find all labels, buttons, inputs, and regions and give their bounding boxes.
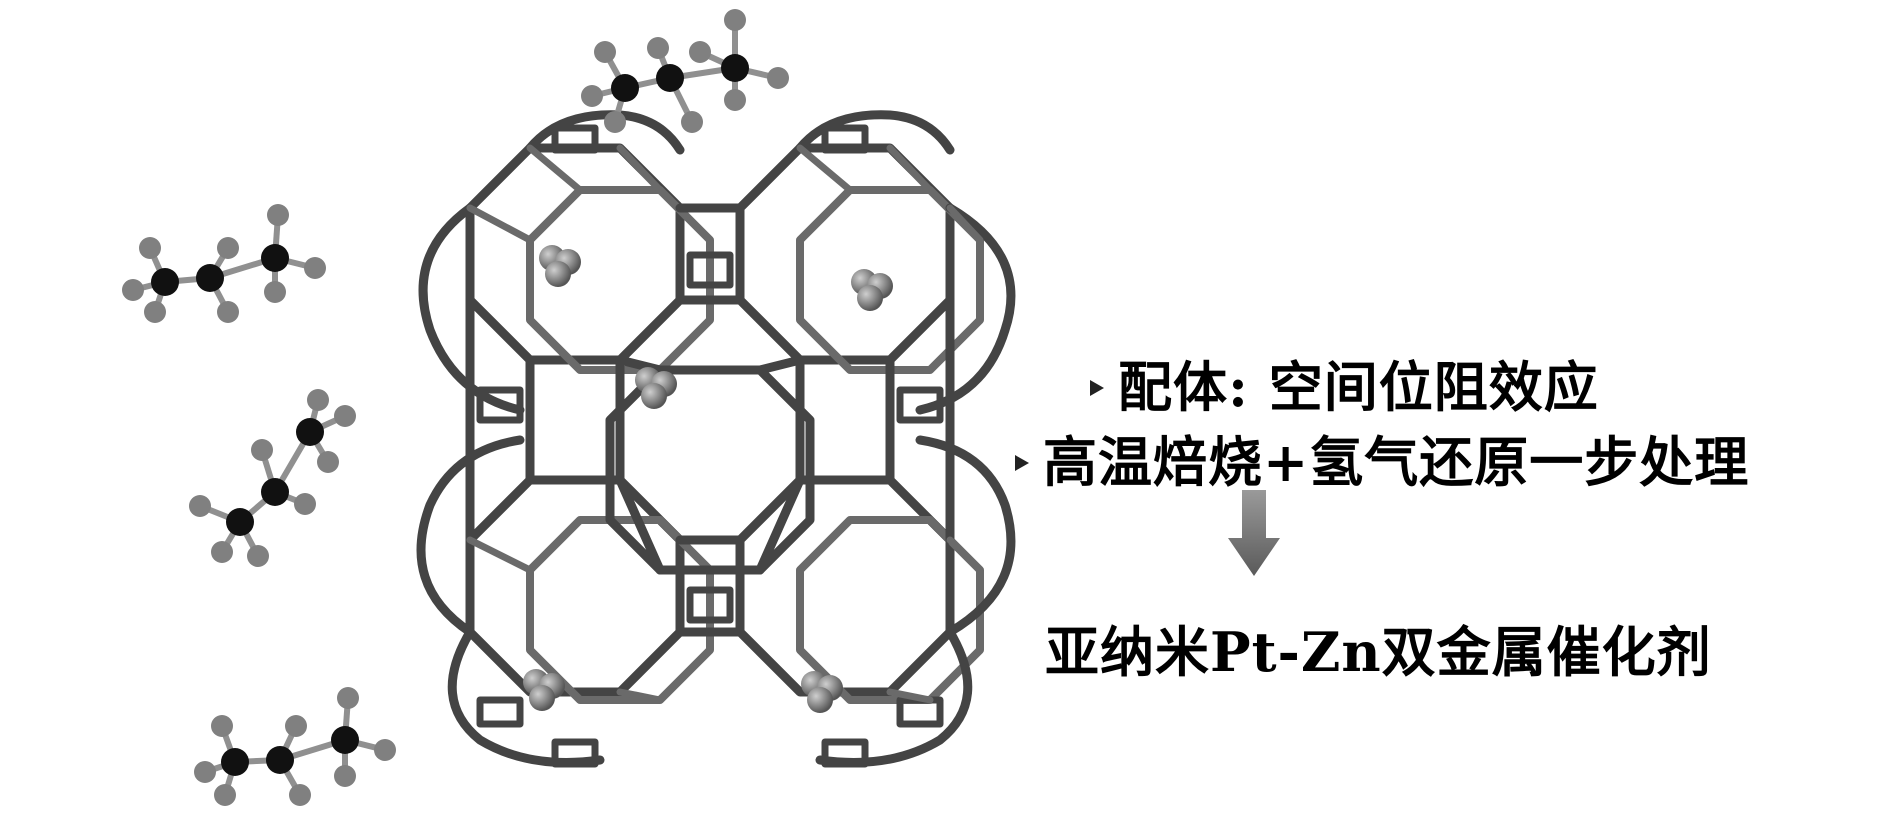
propane-molecule-icon bbox=[189, 389, 356, 567]
cage-bottom-right bbox=[735, 475, 955, 697]
metal-cluster-icon bbox=[851, 269, 893, 311]
annotation-item-ligand: 配体: 空间位阻效应 bbox=[1090, 343, 1599, 422]
arrow-bullet-icon bbox=[1090, 379, 1104, 396]
annotation-item-ligand-text: 配体: 空间位阻效应 bbox=[1118, 355, 1599, 419]
cage-bottom-left bbox=[465, 475, 685, 697]
propane-molecules bbox=[122, 9, 789, 806]
annotation-item-treatment: 高温焙烧+氢气还原一步处理 bbox=[1015, 418, 1749, 497]
metal-cluster-icon bbox=[523, 669, 565, 711]
zeolite-framework bbox=[416, 110, 1016, 768]
arrow-bullet-icon bbox=[1015, 454, 1029, 471]
propane-molecule-icon bbox=[122, 204, 326, 323]
metal-cluster-icon bbox=[801, 671, 843, 713]
result-label: 亚纳米Pt-Zn双金属催化剂 bbox=[1045, 620, 1712, 684]
down-arrow-icon bbox=[1228, 490, 1280, 576]
propane-molecule-icon bbox=[194, 687, 396, 806]
metal-cluster-icon bbox=[635, 367, 677, 409]
propane-molecule-icon bbox=[581, 9, 789, 133]
metal-cluster-icon bbox=[539, 245, 581, 287]
annotation-item-treatment-text: 高温焙烧+氢气还原一步处理 bbox=[1043, 430, 1750, 494]
metal-clusters bbox=[523, 245, 893, 713]
